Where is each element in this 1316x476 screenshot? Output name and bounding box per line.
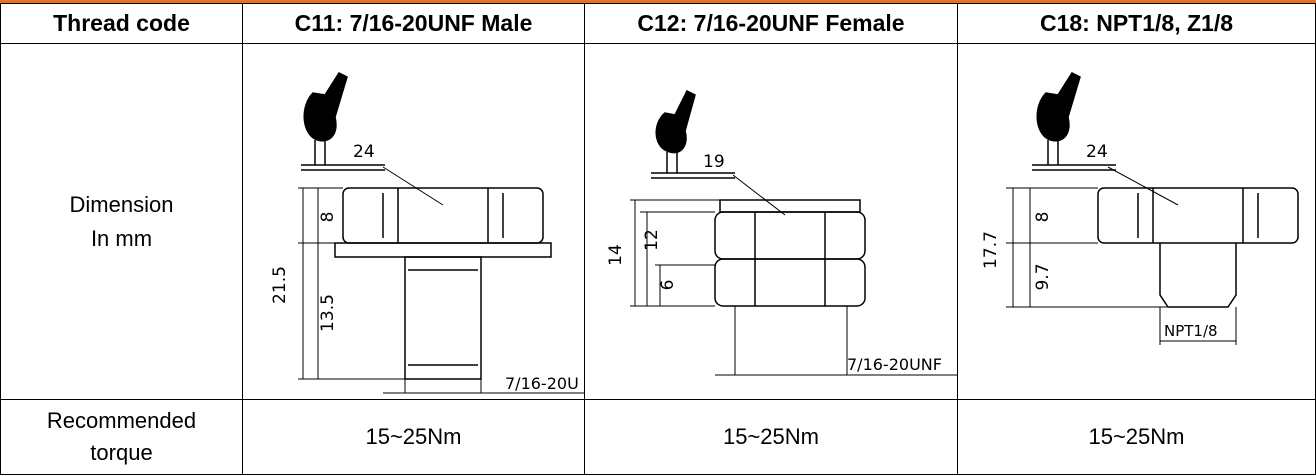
header-c12: C12: 7/16-20UNF Female <box>584 3 958 44</box>
c12-dim-b: 6 <box>658 279 678 290</box>
c11-dim-total: 21.5 <box>270 266 290 304</box>
c11-wrench-icon <box>303 71 348 141</box>
header-thread-code: Thread code <box>0 3 243 44</box>
c18-drawing: 24 17.7 8 9.7 <box>981 71 1299 345</box>
torque-row: Recommended torque 15~25Nm 15~25Nm 15~25… <box>0 399 1316 475</box>
c11-drawing-cell: 24 21.5 8 <box>242 43 585 400</box>
torque-c12: 15~25Nm <box>584 399 958 475</box>
c18-wrench-size: 24 <box>1086 142 1108 162</box>
header-c18: C18: NPT1/8, Z1/8 <box>957 3 1316 44</box>
thread-spec-table: Thread code C11: 7/16-20UNF Male C12: 7/… <box>0 3 1316 475</box>
c12-dim-a: 12 <box>642 229 662 251</box>
torque-c18: 15~25Nm <box>957 399 1316 475</box>
top-accent-bar <box>0 0 1316 3</box>
dimension-unit-label: In mm <box>90 225 153 251</box>
c11-dim-thread: 13.5 <box>318 294 338 332</box>
c12-drawing-cell: 19 14 12 6 <box>584 43 958 400</box>
dimension-label: Dimension <box>69 191 174 217</box>
c18-wrench-icon <box>1036 71 1081 141</box>
c18-dim-hex: 8 <box>1033 211 1053 222</box>
c11-thread-label: 7/16-20U <box>505 374 579 393</box>
c18-thread-label: NPT1/8 <box>1164 322 1218 340</box>
torque-label-cell: Recommended torque <box>0 399 243 475</box>
dimension-label-cell: Dimension In mm <box>0 43 243 400</box>
torque-label: Recommended <box>46 408 197 433</box>
c12-wrench-icon <box>655 89 696 153</box>
c12-thread-label: 7/16-20UNF <box>847 355 942 374</box>
c11-wrench-size: 24 <box>353 142 375 162</box>
c18-drawing-cell: 24 17.7 8 9.7 <box>957 43 1316 400</box>
torque-c11: 15~25Nm <box>242 399 585 475</box>
torque-label-line2: torque <box>90 440 153 465</box>
c11-drawing: 24 21.5 8 <box>270 71 585 393</box>
c18-dim-total: 17.7 <box>981 231 1001 269</box>
dimension-row: Dimension In mm 24 <box>0 43 1316 400</box>
c12-dim-total: 14 <box>606 244 626 266</box>
header-row: Thread code C11: 7/16-20UNF Male C12: 7/… <box>0 3 1316 44</box>
c18-dim-thread: 9.7 <box>1033 263 1053 290</box>
c11-dim-hex: 8 <box>318 211 338 222</box>
c12-drawing: 19 14 12 6 <box>606 89 958 375</box>
header-c11: C11: 7/16-20UNF Male <box>242 3 585 44</box>
c12-wrench-size: 19 <box>703 152 725 172</box>
